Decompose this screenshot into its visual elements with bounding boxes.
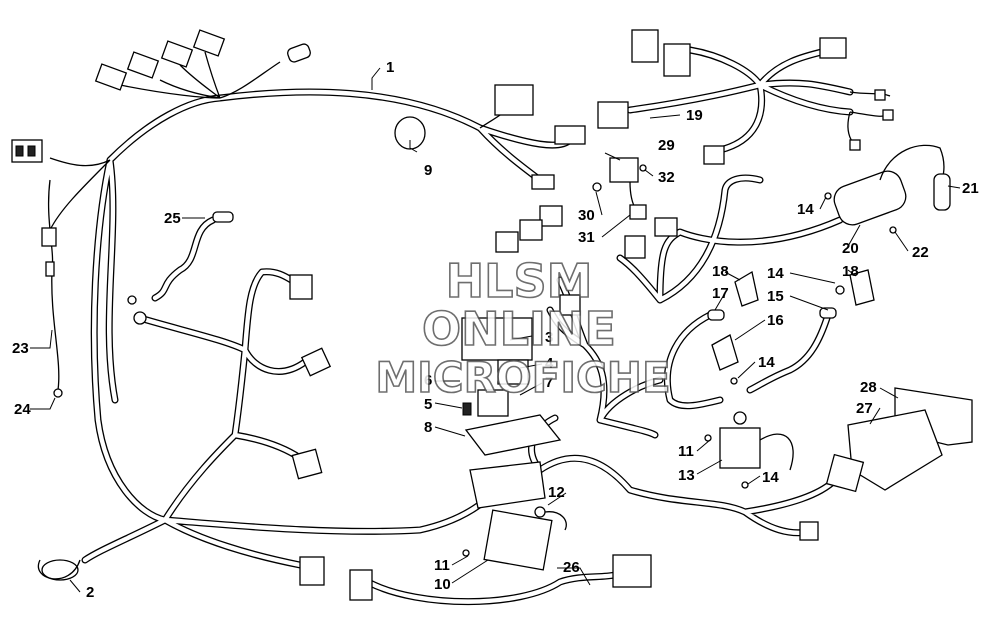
fuse-box bbox=[469, 461, 546, 509]
callout-5: 5 bbox=[424, 396, 432, 413]
harness-19 bbox=[597, 29, 894, 165]
callout-27: 27 bbox=[856, 400, 873, 417]
callout-10: 10 bbox=[434, 576, 451, 593]
callout-26: 26 bbox=[563, 559, 580, 576]
fuse-relay-parts bbox=[461, 317, 562, 456]
callout-21: 21 bbox=[962, 180, 979, 197]
main-harness bbox=[49, 51, 844, 569]
callout-18-left: 18 bbox=[712, 263, 729, 280]
watermark-line-1: HLSM bbox=[446, 254, 593, 308]
callout-28: 28 bbox=[860, 379, 877, 396]
watermark-line-2: ONLINE bbox=[422, 302, 616, 356]
cables-15-16-17-18 bbox=[663, 269, 875, 410]
callout-29: 29 bbox=[658, 137, 675, 154]
callout-4: 4 bbox=[545, 355, 554, 372]
callout-labels: 1 2 3 4 5 6 7 8 9 10 11 11 12 13 14 14 1… bbox=[12, 59, 979, 601]
callout-13: 13 bbox=[678, 467, 695, 484]
top-left-connectors bbox=[11, 29, 311, 163]
regulator-10 bbox=[462, 506, 567, 571]
left-wire-lead bbox=[41, 179, 63, 398]
callout-3: 3 bbox=[545, 329, 553, 346]
callout-24: 24 bbox=[14, 401, 31, 418]
callout-31: 31 bbox=[578, 229, 595, 246]
center-connectors bbox=[495, 205, 678, 316]
callout-9: 9 bbox=[424, 162, 432, 179]
callout-14-c: 14 bbox=[758, 354, 775, 371]
callout-14-d: 14 bbox=[762, 469, 779, 486]
callout-17: 17 bbox=[712, 285, 729, 302]
callout-8: 8 bbox=[424, 419, 432, 436]
harness-26 bbox=[349, 554, 652, 606]
callout-15: 15 bbox=[767, 288, 784, 305]
solenoid-13 bbox=[704, 411, 794, 489]
starter-motor-20 bbox=[824, 144, 951, 234]
callout-11-left: 11 bbox=[434, 557, 450, 574]
top-mid-connectors bbox=[494, 84, 586, 190]
callout-25: 25 bbox=[164, 210, 181, 227]
left-harness-connectors bbox=[37, 274, 332, 586]
ecu-27-28 bbox=[799, 387, 973, 541]
callout-1: 1 bbox=[386, 59, 394, 76]
callout-14-a: 14 bbox=[797, 201, 814, 218]
callout-7: 7 bbox=[545, 374, 553, 391]
leader-lines bbox=[30, 67, 961, 593]
callout-20: 20 bbox=[842, 240, 859, 257]
bracket-29 bbox=[592, 157, 647, 220]
callout-22: 22 bbox=[912, 244, 929, 261]
callout-12: 12 bbox=[548, 484, 565, 501]
callout-11-right: 11 bbox=[678, 443, 694, 460]
watermark: HLSM ONLINE MICROFICHE bbox=[375, 253, 672, 403]
callout-14-b: 14 bbox=[767, 265, 784, 282]
watermark-line-3: MICROFICHE bbox=[375, 353, 670, 402]
callout-16: 16 bbox=[767, 312, 784, 329]
callout-6: 6 bbox=[424, 372, 432, 389]
callout-18-right: 18 bbox=[842, 263, 859, 280]
callout-30: 30 bbox=[578, 207, 595, 224]
clip-part-9 bbox=[394, 116, 426, 150]
callout-32: 32 bbox=[658, 169, 675, 186]
callout-2: 2 bbox=[86, 584, 94, 601]
ground-wire-25 bbox=[127, 211, 234, 325]
callout-19: 19 bbox=[686, 107, 703, 124]
callout-23: 23 bbox=[12, 340, 29, 357]
